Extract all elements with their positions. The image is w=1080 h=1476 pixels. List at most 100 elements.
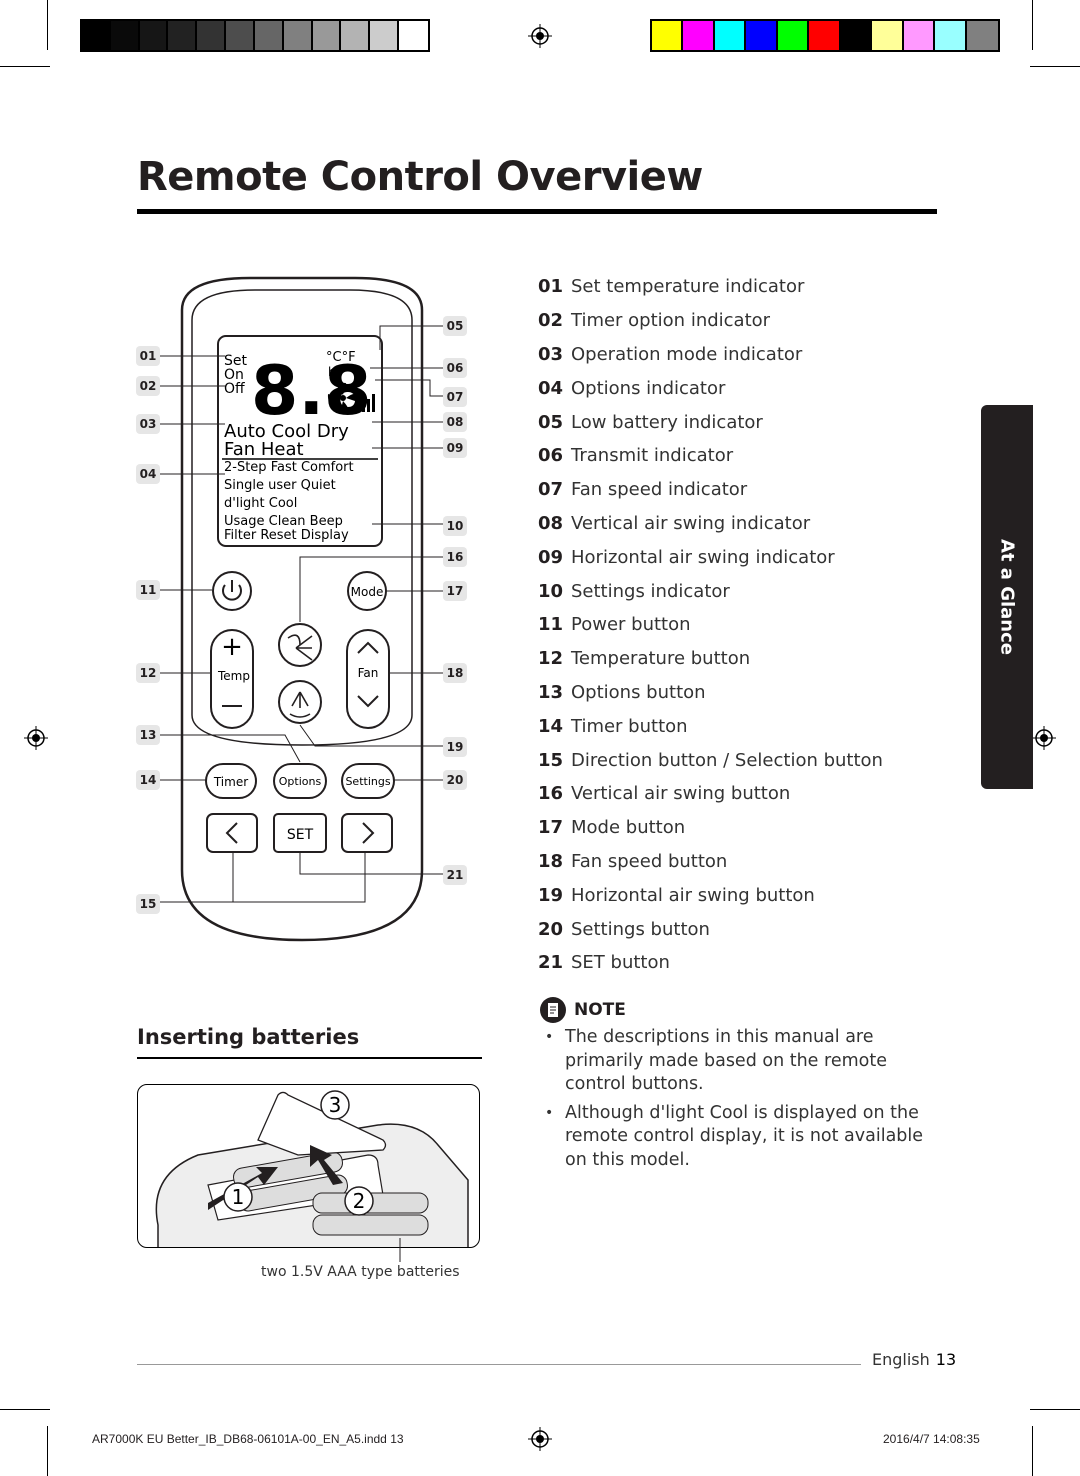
print-slug-date: 2016/4/7 14:08:35 [883,1432,980,1446]
options-button [273,763,327,799]
registration-mark-icon [528,1427,552,1451]
color-swatch [683,21,715,50]
legend-number: 15 [538,749,564,771]
callout-marker [443,663,467,683]
callout-marker [136,663,160,683]
vertical-swing-icon [287,634,313,661]
callout-number: 07 [447,390,464,404]
legend-label: Temperature button [571,648,751,670]
legend-label: Operation mode indicator [571,343,803,365]
callout-marker [443,865,467,885]
legend-label: SET button [571,952,670,974]
legend-number: 04 [538,377,564,399]
temp-button [210,629,254,729]
legend-label: Horizontal air swing indicator [571,546,835,568]
fan-label: Fan [358,666,379,680]
set-label: SET [287,827,314,843]
note-item: The descriptions in this manual are prim… [545,1026,945,1097]
color-swatch [872,21,904,50]
settings-button [341,763,395,799]
lcd-hr: hr [328,365,341,379]
legend-number: 19 [538,884,564,906]
grayscale-color-bar [80,19,430,52]
color-swatch [399,21,428,50]
callout-marker [443,547,467,567]
footer-page-number: 13 [935,1350,957,1369]
fan-button [346,629,390,729]
color-swatch [283,21,313,50]
battery-step-label: 3 [329,1093,342,1117]
callout-marker [443,412,467,432]
lcd-options-row1: 2-Step Fast Comfort [224,460,354,475]
battery-caption: two 1.5V AAA type batteries [261,1264,460,1280]
legend-number: 05 [538,411,564,433]
callout-number: 08 [447,415,464,429]
note-label: NOTE [574,1000,626,1020]
legend-number: 20 [538,918,564,940]
color-swatch [370,21,400,50]
callout-marker [136,580,160,600]
legend-item: 20 Settings button [538,912,883,946]
callout-number: 03 [140,417,157,431]
color-swatch [341,21,371,50]
svg-text:+: + [221,632,243,662]
callout-marker [136,464,160,484]
legend-label: Options button [571,681,706,703]
horizontal-swing-icon [289,691,311,718]
legend-number: 06 [538,445,564,467]
crop-mark [1030,66,1080,67]
callout-marker [136,414,160,434]
registration-mark-icon [24,726,48,750]
color-swatch [714,21,747,50]
legend-label: Power button [571,614,691,636]
legend-label: Vertical air swing indicator [571,512,811,534]
temp-label: Temp [217,669,250,683]
legend-label: Timer button [571,715,688,737]
legend-label: Transmit indicator [571,445,734,467]
color-swatch [197,21,227,50]
legend-label: Settings button [571,918,710,940]
lcd-settings-row2: Filter Reset Display [224,528,349,543]
color-swatch [82,21,111,50]
crop-mark [1032,1426,1033,1476]
lcd-units: °C°F [326,350,356,365]
color-swatch [226,21,255,50]
timer-button [205,763,257,799]
crop-mark [1030,1409,1080,1410]
section-side-tab: At a Glance [981,405,1033,789]
callout-number: 13 [140,728,157,742]
callout-number: 16 [447,550,464,564]
callout-marker [136,725,160,745]
registration-mark-icon [528,24,552,48]
note-icon [540,997,566,1023]
callout-marker [443,316,467,336]
callout-number: 14 [140,773,157,787]
color-swatch [746,21,778,50]
power-icon [222,580,242,601]
note-list: The descriptions in this manual are prim… [545,1026,945,1177]
legend-label: Timer option indicator [571,310,771,332]
print-slug-file: AR7000K EU Better_IB_DB68-06101A-00_EN_A… [92,1432,404,1446]
callout-marker [136,894,160,914]
lcd-options-row3: d'light Cool [224,496,297,511]
lcd-off: Off [224,381,245,397]
batteries-heading-rule [137,1057,482,1059]
note-item: Although d'light Cool is displayed on th… [545,1102,945,1173]
color-swatch [110,21,140,50]
legend-label: Set temperature indicator [571,276,805,298]
process-color-bar [650,19,1000,52]
lcd-set: Set [224,353,248,369]
right-button [341,813,393,853]
fan-speed-bars-icon [362,394,375,412]
